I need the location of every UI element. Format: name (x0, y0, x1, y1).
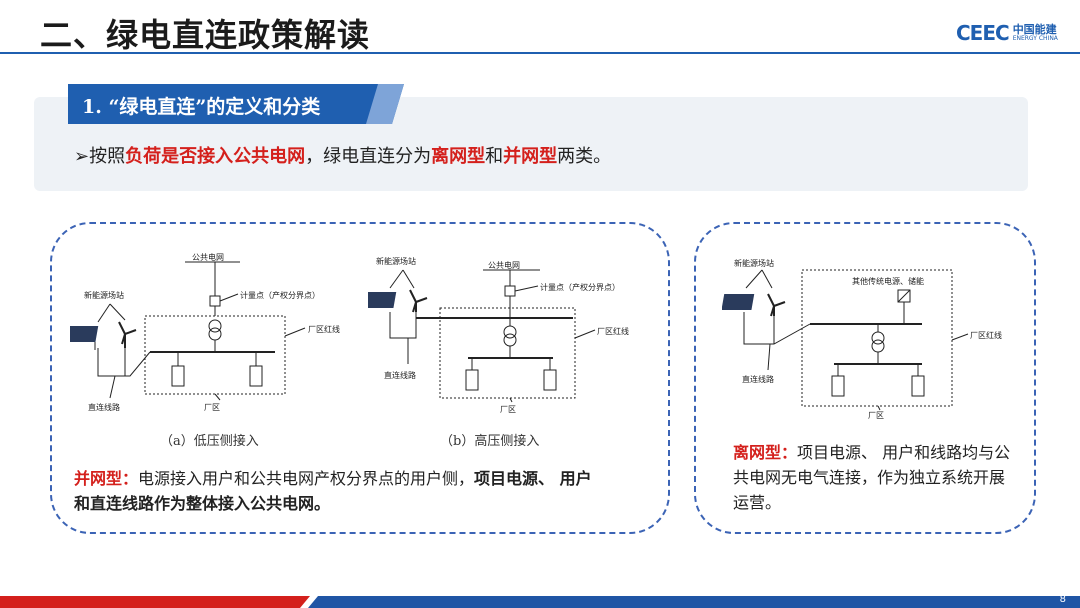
intro-and: 和 (485, 146, 504, 167)
logo-english: ENERGY CHINA (1012, 35, 1058, 42)
diagram-high-voltage: 公共电网 计量点（产权分界点） 新能源场站 厂区红线 直连线路 厂区 (368, 256, 629, 414)
label-plant-line: 厂区红线 (597, 326, 629, 336)
label-meter: 计量点（产权分界点） (240, 290, 320, 300)
label-direct-line: 直连线路 (384, 370, 416, 380)
label-plant: 厂区 (868, 411, 884, 420)
solar-panel-icon (70, 326, 99, 350)
grid-connected-bold-2: 和直连线路作为整体接入公共电网。 (74, 494, 331, 513)
grid-connected-text: 电源接入用户和公共电网产权分界点的用户侧， (138, 469, 475, 488)
section-tag-label: 1. “绿电直连”的定义和分类 (82, 96, 321, 118)
off-grid-description: 离网型：项目电源、 用户和线路均与公共电网无电气连接，作为独立系统开展运营。 (733, 440, 1018, 515)
label-public-grid: 公共电网 (488, 260, 520, 270)
company-logo: CEEC 中国能建 ENERGY CHINA (956, 20, 1058, 46)
intro-text: ➢按照负荷是否接入公共电网，绿电直连分为离网型和并网型两类。 (74, 142, 611, 168)
solar-panel-icon (722, 294, 755, 310)
grid-connected-label: 并网型： (74, 469, 139, 488)
grid-connected-panel (50, 222, 670, 534)
label-direct-line: 直连线路 (88, 402, 120, 412)
off-grid-label: 离网型： (733, 443, 798, 462)
caption-a: （a）低压侧接入 (160, 434, 259, 449)
wind-turbine-icon (409, 289, 428, 313)
label-other-source: 其他传统电源、储能 (852, 276, 924, 286)
label-direct-line: 直连线路 (742, 374, 774, 384)
solar-panel-icon (368, 292, 397, 308)
page-number: 8 (1059, 594, 1066, 605)
diagram-low-voltage: 公共电网 计量点（产权分界点） 新能源场站 厂区红线 直连线路 厂区 (70, 252, 340, 412)
intro-highlight-3: 并网型 (503, 146, 558, 167)
meter-box (209, 295, 221, 307)
label-new-energy: 新能源场站 (376, 256, 416, 266)
page-title: 二、绿电直连政策解读 (40, 16, 371, 54)
off-grid-panel (694, 222, 1036, 534)
label-meter: 计量点（产权分界点） (540, 282, 620, 292)
label-plant-line: 厂区红线 (970, 330, 1002, 340)
section-tag: 1. “绿电直连”的定义和分类 (68, 84, 404, 124)
label-public-grid: 公共电网 (192, 252, 224, 262)
intro-suffix: 两类。 (557, 146, 612, 167)
section-tag-bg (68, 84, 404, 124)
wind-turbine-icon (767, 293, 786, 317)
diagram-off-grid: 新能源场站 其他传统电源、储能 厂区红线 直连线路 厂区 (722, 258, 1002, 420)
grid-connected-description: 并网型：电源接入用户和公共电网产权分界点的用户侧，项目电源、 用户和直连线路作为… (74, 466, 654, 516)
label-plant-line: 厂区红线 (308, 324, 340, 334)
intro-highlight-1: 负荷是否接入公共电网 (125, 146, 306, 167)
footer-red-band (0, 596, 320, 608)
caption-b: （b）高压侧接入 (440, 434, 540, 449)
logo-mark: CEEC (956, 21, 1010, 45)
wind-turbine-icon (118, 321, 137, 348)
title-underline (0, 52, 1080, 54)
intro-highlight-2: 离网型 (431, 146, 486, 167)
label-plant: 厂区 (204, 403, 220, 412)
label-new-energy: 新能源场站 (84, 290, 124, 300)
footer-blue-band (300, 596, 1080, 608)
off-grid-text: 项目电源、 用户和线路均与公共电网无电气连接，作为独立系统开展运营。 (733, 443, 1011, 512)
label-new-energy: 新能源场站 (734, 258, 774, 268)
label-plant: 厂区 (500, 405, 516, 414)
intro-prefix: ➢按照 (74, 146, 126, 167)
logo-chinese: 中国能建 (1012, 23, 1057, 36)
intro-mid: ，绿电直连分为 (305, 146, 432, 167)
grid-connected-bold-1: 项目电源、 用户 (474, 469, 592, 488)
logo-text: 中国能建 ENERGY CHINA (1013, 24, 1058, 42)
